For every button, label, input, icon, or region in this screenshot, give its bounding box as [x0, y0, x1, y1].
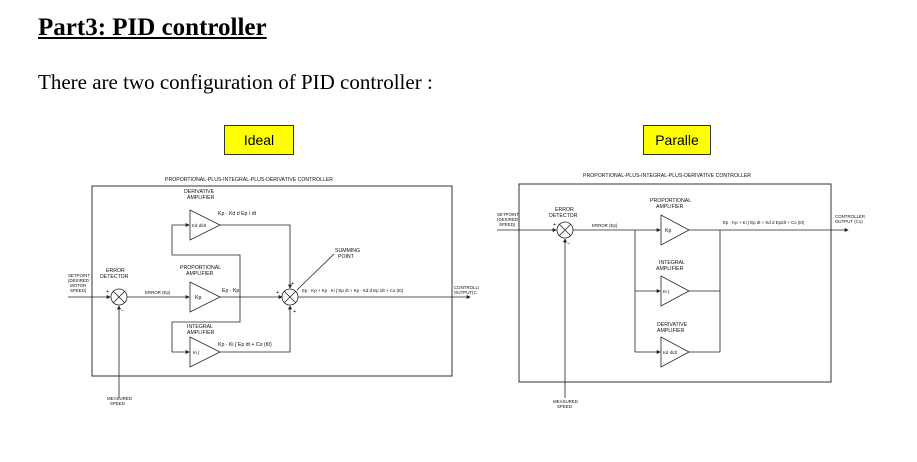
ideal-plus-sign: +: [106, 289, 109, 295]
ideal-output-label-2: OUTPUT(C: [454, 290, 477, 295]
parallel-integral-gain: Ki ∫: [663, 289, 670, 294]
ideal-setpoint-label-2: (DESIRED: [68, 278, 89, 283]
ideal-proportional-amplifier: [189, 281, 221, 313]
parallel-plus-sign: +: [553, 222, 556, 228]
ideal-tag: Ideal: [224, 125, 294, 155]
ideal-derivative-amplifier: [189, 209, 221, 241]
ideal-proportional-eq: Ep · Kp: [222, 288, 239, 294]
ideal-measured-label-2: SPEED: [110, 401, 125, 406]
parallel-error-detector-label-1: ERROR: [555, 207, 574, 213]
ideal-summing-label-1: SUMMING: [335, 248, 360, 254]
ideal-integral-label-1: INTEGRAL: [187, 324, 213, 330]
ideal-derivative-gain: Kd d/dt: [192, 223, 207, 228]
parallel-setpoint-label-3: SPEED): [499, 222, 516, 227]
ideal-error-detector-label-1: ERROR: [106, 268, 125, 274]
parallel-proportional-label-1: PROPORTIONAL: [650, 198, 691, 204]
parallel-frame: [518, 183, 832, 383]
ideal-proportional-gain: Kp: [195, 295, 201, 301]
ideal-proportional-label-2: AMPLIFIER: [186, 271, 214, 277]
page-title: Part3: PID controller: [38, 14, 267, 41]
ideal-integral-eq: Kp · Ki ∫ Ep dt + Co (t0): [218, 342, 272, 348]
parallel-measured-label-2: SPEED: [557, 404, 572, 409]
ideal-integral-gain: Ki ∫: [193, 350, 200, 355]
ideal-integral-out: [220, 305, 292, 353]
ideal-frame: [91, 185, 453, 377]
parallel-measured-label-1: MEASURED: [553, 399, 578, 404]
parallel-derivative-gain: Kd d/dt: [663, 350, 678, 355]
ideal-integral-in: [171, 297, 241, 354]
ideal-derivative-in: [171, 223, 241, 297]
parallel-integral-label-1: INTEGRAL: [659, 260, 685, 266]
ideal-derivative-out: [220, 224, 292, 289]
ideal-integral-amplifier: [189, 336, 221, 368]
ideal-summing-pointer: [296, 253, 335, 291]
ideal-error-signal: ERROR (Ep): [145, 290, 171, 295]
ideal-output-eq: Ep · Kp + Kp · Ki ∫ Ep dt + Kp · Kd d Ep…: [302, 288, 404, 293]
parallel-integral-label-2: AMPLIFIER: [656, 266, 684, 272]
parallel-output-eq: Ep · Kp + Ki ∫ Ep dt + Kd d Ep/dt + Co (…: [723, 220, 805, 225]
ideal-summing-label-2: POINT: [338, 254, 355, 260]
page-subtitle: There are two configuration of PID contr…: [38, 70, 433, 94]
parallel-diagram: PROPORTIONAL-PLUS-INTEGRAL-PLUS-DERIVATI…: [497, 173, 865, 409]
ideal-sum-plus-left: +: [276, 290, 279, 296]
parallel-proportional-gain: Kp: [665, 228, 671, 234]
ideal-diagram: PROPORTIONAL-PLUS-INTEGRAL-PLUS-DERIVATI…: [68, 177, 479, 406]
ideal-setpoint-label-3: MOTOR: [70, 283, 86, 288]
parallel-proportional-amplifier: [660, 214, 690, 246]
parallel-proportional-label-2: AMPLIFIER: [656, 204, 684, 210]
parallel-derivative-label-2: AMPLIFIER: [657, 328, 685, 334]
parallel-minus-sign: −: [567, 241, 570, 247]
parallel-error-signal: ERROR (Ep): [592, 223, 618, 228]
ideal-setpoint-label-4: SPEED): [70, 288, 87, 293]
ideal-error-detector: [110, 288, 128, 306]
ideal-setpoint-label-1: SETPOINT: [68, 273, 90, 278]
ideal-sum-plus-top: +: [291, 281, 294, 287]
ideal-output-label-1: CONTROLLI: [454, 285, 479, 290]
ideal-diagram-title: PROPORTIONAL-PLUS-INTEGRAL-PLUS-DERIVATI…: [165, 177, 333, 183]
ideal-minus-sign: −: [121, 308, 124, 314]
parallel-output-label-1: CONTROLLER: [835, 214, 865, 219]
parallel-integral-amplifier: [660, 275, 690, 307]
parallel-derivative-label-1: DERIVATIVE: [657, 322, 688, 328]
parallel-setpoint-label-2: (DESIRED: [497, 217, 518, 222]
parallel-tag: Paralle: [643, 125, 711, 155]
ideal-derivative-label-2: AMPLIFIER: [187, 195, 215, 201]
parallel-error-detector: [556, 221, 574, 239]
parallel-setpoint-label-1: SETPOINT: [497, 212, 519, 217]
ideal-proportional-label-1: PROPORTIONAL: [180, 265, 221, 271]
ideal-summing-point: [281, 288, 299, 306]
ideal-derivative-label-1: DERIVATIVE: [184, 189, 215, 195]
ideal-derivative-eq: Kp · Kd d Ep / dt: [218, 211, 257, 217]
parallel-output-label-2: OUTPUT (Co): [835, 219, 863, 224]
ideal-integral-label-2: AMPLIFIER: [187, 330, 215, 336]
ideal-measured-label-1: MEASURED: [107, 396, 132, 401]
parallel-error-detector-label-2: DETECTOR: [549, 213, 578, 219]
ideal-error-detector-label-2: DETECTOR: [100, 274, 129, 280]
ideal-sum-plus-bottom: +: [293, 309, 296, 315]
parallel-diagram-title: PROPORTIONAL-PLUS-INTEGRAL-PLUS-DERIVATI…: [583, 173, 751, 179]
parallel-derivative-amplifier: [660, 336, 690, 368]
